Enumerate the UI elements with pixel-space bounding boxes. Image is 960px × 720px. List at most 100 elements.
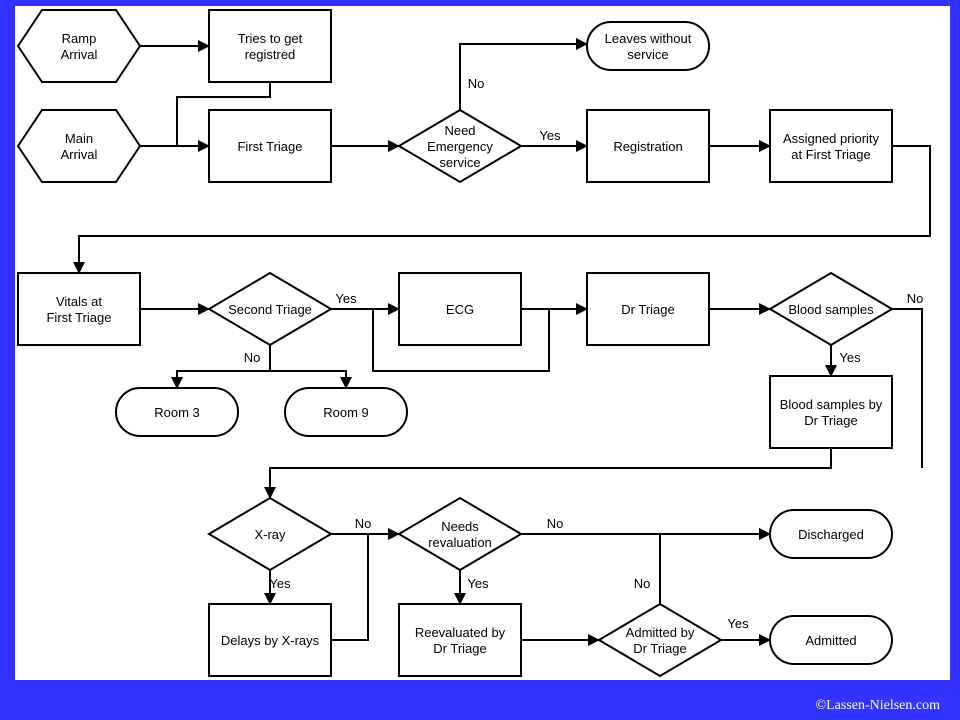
node-label: Dr Triage	[804, 413, 857, 428]
process-box	[208, 109, 332, 183]
edge-label-blood-yes: Yes	[839, 350, 861, 365]
node-label: registred	[245, 47, 296, 62]
edge-label-xray-yes: Yes	[269, 576, 291, 591]
node-delays-xray: Delays by X-rays	[208, 603, 332, 677]
node-label: X-ray	[254, 527, 286, 542]
edge-label-blood-no: No	[907, 291, 924, 306]
node-label: Arrival	[61, 147, 98, 162]
terminal-shape	[769, 509, 893, 559]
process-box	[17, 272, 141, 346]
connector	[459, 38, 588, 110]
process-box	[208, 603, 332, 677]
process-box	[586, 272, 710, 346]
process-box	[586, 109, 710, 183]
connector	[264, 448, 832, 499]
node-label: Blood samples	[788, 302, 874, 317]
decision-diamond	[397, 108, 523, 184]
node-blood-samples: Blood samples	[768, 271, 894, 347]
node-label: Needs	[441, 519, 479, 534]
process-box	[398, 272, 522, 346]
node-dr-triage: Dr Triage	[586, 272, 710, 346]
node-label: Main	[65, 131, 93, 146]
node-label: Dr Triage	[433, 641, 486, 656]
node-registration: Registration	[586, 109, 710, 183]
node-label: Admitted	[805, 633, 856, 648]
node-label: Admitted by	[626, 625, 695, 640]
process-box	[769, 109, 893, 183]
node-xray: X-ray	[207, 496, 333, 572]
node-label: Emergency	[427, 139, 493, 154]
node-label: Registration	[613, 139, 682, 154]
node-label: Discharged	[798, 527, 864, 542]
decision-diamond	[207, 271, 333, 347]
copyright-text: ©Lassen-Nielsen.com	[815, 698, 940, 713]
hexagon-shape	[16, 9, 142, 83]
node-label: Room 3	[154, 405, 200, 420]
node-label: Blood samples by	[780, 397, 883, 412]
connector	[176, 82, 271, 146]
decision-diamond	[768, 271, 894, 347]
node-label: Room 9	[323, 405, 369, 420]
decision-diamond	[597, 602, 723, 678]
hexagon-shape	[16, 109, 142, 183]
process-box	[208, 9, 332, 83]
node-ecg: ECG	[398, 272, 522, 346]
edge-label-second-no: No	[244, 350, 261, 365]
node-label: ECG	[446, 302, 474, 317]
edge-label-admitted-yes: Yes	[727, 616, 749, 631]
edge-label-reeval-no: No	[547, 516, 564, 531]
node-first-triage: First Triage	[208, 109, 332, 183]
edge-label-xray-no: No	[355, 516, 372, 531]
node-room9: Room 9	[284, 387, 408, 437]
node-second-triage: Second Triage	[207, 271, 333, 347]
edge-label-need-yes: Yes	[539, 128, 561, 143]
node-label: Leaves without	[605, 31, 692, 46]
node-label: First Triage	[237, 139, 302, 154]
connector	[171, 345, 271, 389]
connector	[372, 309, 550, 372]
process-box	[398, 603, 522, 677]
node-label: Vitals at	[56, 294, 102, 309]
node-label: service	[439, 155, 480, 170]
edge-label-reeval-yes: Yes	[467, 576, 489, 591]
node-label: Reevaluated by	[415, 625, 506, 640]
terminal-shape	[769, 615, 893, 665]
node-label: at First Triage	[791, 147, 870, 162]
node-label: Ramp	[62, 31, 97, 46]
decision-diamond	[397, 496, 523, 572]
node-label: Need	[444, 123, 475, 138]
node-label: Dr Triage	[633, 641, 686, 656]
edge-label-need-no: No	[468, 76, 485, 91]
node-label: Second Triage	[228, 302, 312, 317]
terminal-shape	[284, 387, 408, 437]
node-label: revaluation	[428, 535, 492, 550]
terminal-shape	[586, 21, 710, 71]
node-label: Delays by X-rays	[221, 633, 320, 648]
edge-label-second-yes: Yes	[335, 291, 357, 306]
node-label: Assigned priority	[783, 131, 880, 146]
node-label: Tries to get	[238, 31, 303, 46]
terminal-shape	[115, 387, 239, 437]
connector	[892, 308, 923, 468]
node-label: service	[627, 47, 668, 62]
process-box	[769, 375, 893, 449]
node-label: First Triage	[46, 310, 111, 325]
node-admitted: Admitted	[769, 615, 893, 665]
edge-label-admitted-no: No	[634, 576, 651, 591]
node-label: Arrival	[61, 47, 98, 62]
node-label: Dr Triage	[621, 302, 674, 317]
node-discharged: Discharged	[769, 509, 893, 559]
connector	[73, 145, 931, 274]
connector	[331, 534, 369, 641]
